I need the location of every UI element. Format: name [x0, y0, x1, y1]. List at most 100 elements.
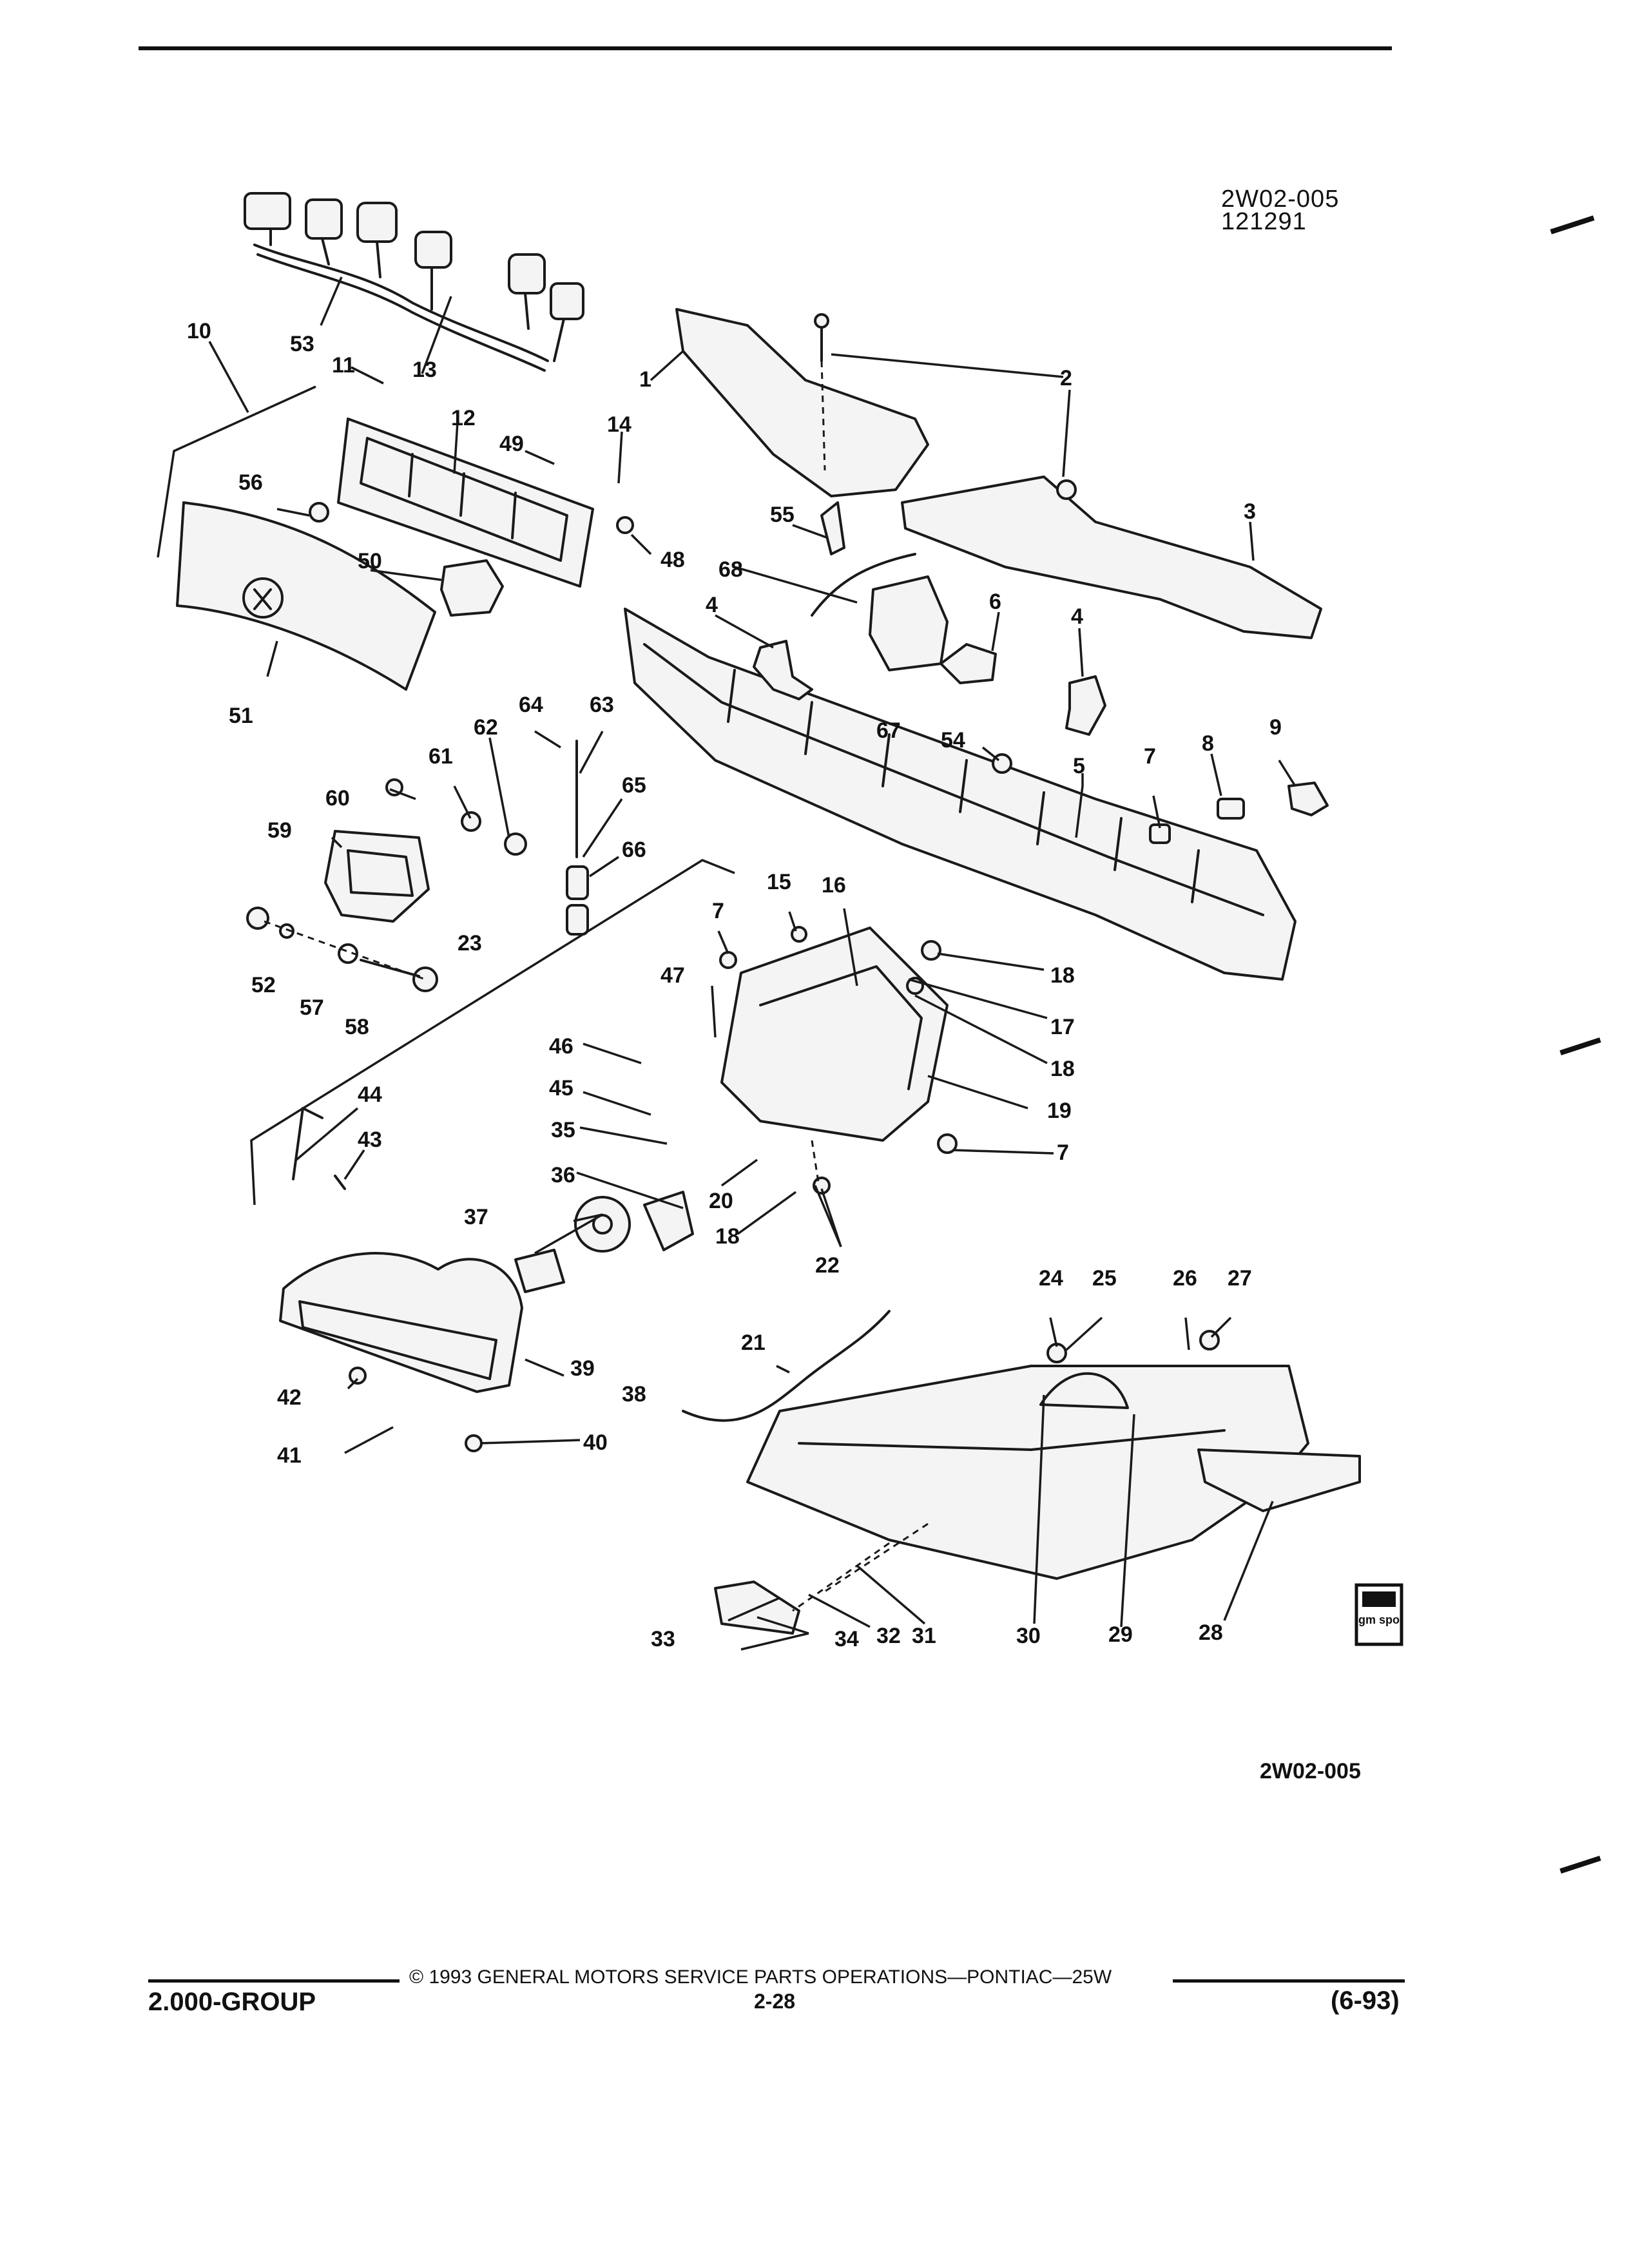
callout-labels: 1 2 3 4 4 5 6 7 7 7 8 9 10 11 12 13 14 1…: [187, 319, 1282, 1651]
callout-43: 43: [358, 1128, 382, 1152]
callout-16: 16: [822, 873, 846, 898]
callout-18b: 18: [1050, 1057, 1075, 1081]
callout-41: 41: [277, 1443, 302, 1468]
bracket-part: [1065, 675, 1106, 736]
grille-part: [176, 501, 436, 691]
bracket-part: [753, 640, 813, 700]
callout-11: 11: [332, 353, 355, 378]
callout-6: 6: [989, 590, 1001, 614]
headlamp-part: [279, 1252, 523, 1393]
callout-34: 34: [834, 1627, 859, 1651]
assembly-line: [792, 1542, 890, 1612]
parking-lamp-part: [324, 830, 430, 923]
callout-13: 13: [412, 358, 437, 382]
callout-23: 23: [458, 931, 482, 956]
gm-spo-logo: gm spo: [1354, 1583, 1403, 1646]
callout-17: 17: [1050, 1015, 1075, 1039]
callout-33: 33: [651, 1627, 675, 1651]
callout-29: 29: [1108, 1622, 1133, 1647]
callout-27: 27: [1228, 1266, 1252, 1291]
callout-35: 35: [551, 1118, 575, 1142]
bracket-part: [440, 559, 504, 617]
callout-65: 65: [622, 773, 646, 798]
callout-22: 22: [815, 1253, 840, 1278]
callout-12: 12: [451, 406, 476, 430]
callout-24: 24: [1039, 1266, 1063, 1291]
headlamp-motor-part: [514, 1191, 694, 1293]
callout-56: 56: [238, 470, 263, 495]
footer-rule-left: [148, 1979, 400, 1983]
reinforcement-upper-part: [675, 308, 929, 497]
top-rule: [139, 46, 1392, 50]
callout-10: 10: [187, 319, 211, 343]
assembly-line: [824, 1523, 929, 1593]
callout-4: 4: [706, 593, 718, 617]
callout-26: 26: [1173, 1266, 1197, 1291]
group-bracket-23: [250, 859, 735, 1206]
copyright: © 1993 GENERAL MOTORS SERVICE PARTS OPER…: [409, 1966, 1112, 1988]
callout-44: 44: [358, 1082, 382, 1107]
callout-48: 48: [660, 548, 685, 572]
callout-31: 31: [912, 1624, 936, 1648]
callout-18: 18: [1050, 963, 1075, 988]
callout-32: 32: [876, 1624, 901, 1648]
fastener-parts: [246, 313, 1329, 1452]
callout-21: 21: [741, 1331, 766, 1355]
callout-leaders: [208, 276, 1296, 1651]
side-marker-part: [1197, 1448, 1361, 1512]
logo-label: gm spo: [1358, 1613, 1400, 1626]
energy-absorber-part: [624, 608, 1296, 981]
callout-54: 54: [941, 728, 965, 753]
callout-66: 66: [622, 838, 646, 862]
callout-25: 25: [1092, 1266, 1117, 1291]
callout-53: 53: [290, 332, 314, 356]
date-code: 121291: [1221, 208, 1307, 235]
callout-7b: 7: [712, 899, 724, 923]
callout-59: 59: [267, 818, 292, 843]
callout-38: 38: [622, 1382, 646, 1407]
callout-50: 50: [358, 549, 382, 573]
callout-5: 5: [1073, 754, 1085, 778]
control-module-part: [869, 575, 949, 671]
callout-18c: 18: [715, 1224, 740, 1249]
callout-15: 15: [767, 870, 791, 894]
callout-47: 47: [660, 963, 685, 988]
callout-61: 61: [429, 744, 453, 769]
callout-37: 37: [464, 1205, 488, 1229]
wire-harness-part: [682, 1310, 891, 1422]
callout-39: 39: [570, 1356, 595, 1381]
figure-code: 2W02-005: [1260, 1759, 1361, 1783]
callout-30: 30: [1016, 1624, 1041, 1648]
callout-55: 55: [770, 503, 795, 527]
headlamp-bracket-part: [720, 927, 949, 1142]
callout-28: 28: [1199, 1620, 1223, 1645]
assembly-line: [264, 920, 426, 981]
footer-rule-right: [1173, 1979, 1405, 1983]
callout-46: 46: [549, 1034, 574, 1059]
callout-19: 19: [1047, 1099, 1072, 1123]
assembly-line: [811, 1140, 820, 1183]
callout-45: 45: [549, 1076, 574, 1100]
callout-4b: 4: [1071, 604, 1083, 629]
callout-63: 63: [590, 693, 614, 717]
bracket-part: [940, 643, 997, 684]
callout-7: 7: [1144, 744, 1156, 769]
callout-9: 9: [1269, 715, 1282, 740]
callout-51: 51: [229, 704, 253, 728]
front-fascia-part: [746, 1365, 1309, 1580]
wiring-harness-part: [244, 192, 584, 372]
callout-14: 14: [607, 412, 631, 437]
callout-7c: 7: [1057, 1140, 1069, 1165]
callout-36: 36: [551, 1163, 575, 1187]
revision: (6-93): [1331, 1986, 1400, 2015]
callout-49: 49: [499, 432, 524, 456]
callout-57: 57: [300, 995, 324, 1020]
callout-62: 62: [474, 715, 498, 740]
callout-20: 20: [709, 1189, 733, 1213]
callout-58: 58: [345, 1015, 369, 1039]
callout-67: 67: [876, 718, 901, 743]
callout-1: 1: [639, 367, 651, 392]
wire-part: [811, 553, 916, 617]
